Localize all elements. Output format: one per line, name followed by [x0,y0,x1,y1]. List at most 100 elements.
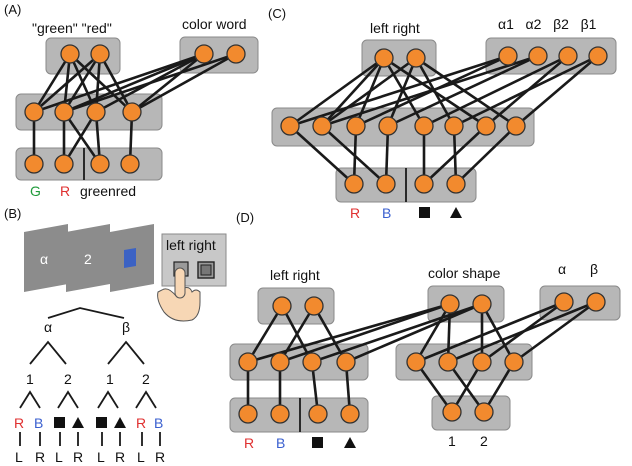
label-c-B: B [382,205,391,221]
panel-b: (B) α 2 left right α β 1 2 1 2 [4,206,227,465]
node-a-color [194,44,214,64]
panel-label-c: (C) [268,6,286,21]
leaf-R2: R [136,415,146,431]
node-d-input-B [270,404,290,424]
node-c-hidden-3 [346,116,366,136]
node-c-input-triangle [446,174,466,194]
node-d-input-triangle [340,404,360,424]
label-c-left-right: left right [370,20,420,36]
resp-R4: R [155,449,165,465]
label-a-greenred: greenred [80,183,136,199]
node-a-green [60,44,80,64]
resp-R1: R [35,449,45,465]
node-d-input-square [308,404,328,424]
node-c-alpha1 [498,46,518,66]
box-c-hidden [271,107,535,147]
resp-L1: L [15,449,23,465]
node-c-beta1 [588,46,608,66]
edges-a [32,52,237,180]
square-icon [419,207,430,218]
node-d-alpha [554,292,574,312]
node-d-hidden-6 [438,352,458,372]
node-d-shape [472,294,492,314]
label-d-2: 2 [480,433,488,449]
node-d-left [272,296,292,316]
leaf-B2: B [154,415,163,431]
resp-L3: L [97,449,105,465]
box-d-dimension [427,285,505,323]
node-c-beta2 [558,46,578,66]
node-a-red [90,44,110,64]
triangle-icon [344,437,356,448]
node-c-hidden-5 [414,116,434,136]
node-a-input-1 [24,154,44,174]
blue-square-stimulus [124,248,136,268]
node-c-hidden-1 [280,116,300,136]
node-d-right [304,296,324,316]
card-number-text: 2 [84,251,92,267]
tree-n1b: 1 [106,371,114,387]
node-c-hidden-2 [312,116,332,136]
node-d-task-2 [474,402,494,422]
pointing-hand-icon [157,267,201,322]
square-icon [54,417,65,428]
node-d-task-1 [442,402,462,422]
box-d-hidden-left [229,343,369,381]
node-a-hidden-2 [54,102,74,122]
label-d-beta: β [590,261,598,277]
node-d-hidden-5 [406,352,426,372]
leaf-B1: B [34,415,43,431]
box-d-input [229,397,369,433]
triangle-icon [450,207,462,218]
node-c-hidden-8 [506,116,526,136]
task-tree: α β 1 2 1 2 R B R B [14,307,165,465]
card-alpha-text: α [40,251,48,267]
panel-label-d: (D) [236,210,254,225]
label-a-R: R [60,183,70,199]
node-c-alpha2 [528,46,548,66]
node-a-input-3 [90,154,110,174]
resp-L4: L [137,449,145,465]
tree-n2a: 2 [64,371,72,387]
resp-R3: R [115,449,125,465]
node-c-input-B [376,174,396,194]
tree-alpha: α [44,319,52,335]
tree-beta: β [122,319,130,335]
right-button-inner [200,264,212,276]
node-c-hidden-7 [476,116,496,136]
panel-d: (D) left right color shape α β [229,210,621,451]
node-c-left [374,48,394,68]
leaf-R1: R [14,415,24,431]
resp-L2: L [55,449,63,465]
card-number [66,224,110,292]
node-c-hidden-4 [378,116,398,136]
node-a-word [226,44,246,64]
node-c-input-square [414,174,434,194]
label-d-alpha: α [558,261,566,277]
node-d-input-R [238,404,258,424]
label-d-1: 1 [448,433,456,449]
node-a-hidden-1 [24,102,44,122]
panel-label-b: (B) [4,206,21,221]
node-c-input-R [344,174,364,194]
label-d-B: B [276,435,285,451]
node-d-hidden-7 [472,352,492,372]
card-alpha [24,224,68,292]
tree-n2b: 2 [142,371,150,387]
node-a-input-2 [54,154,74,174]
node-d-hidden-4 [336,352,356,372]
square-icon [96,417,107,428]
button-box [161,233,227,287]
panel-a: (A) "green" "red" color word [4,2,259,199]
node-d-color [440,294,460,314]
label-green-red-words: "green" "red" [32,20,112,36]
triangle-icon [114,417,126,428]
label-c-greek: α1 α2 β2 β1 [498,16,597,32]
square-icon [312,437,323,448]
node-c-hidden-6 [444,116,464,136]
resp-R2: R [73,449,83,465]
node-d-hidden-2 [270,352,290,372]
node-a-hidden-4 [122,102,142,122]
panel-label-a: (A) [4,2,21,17]
